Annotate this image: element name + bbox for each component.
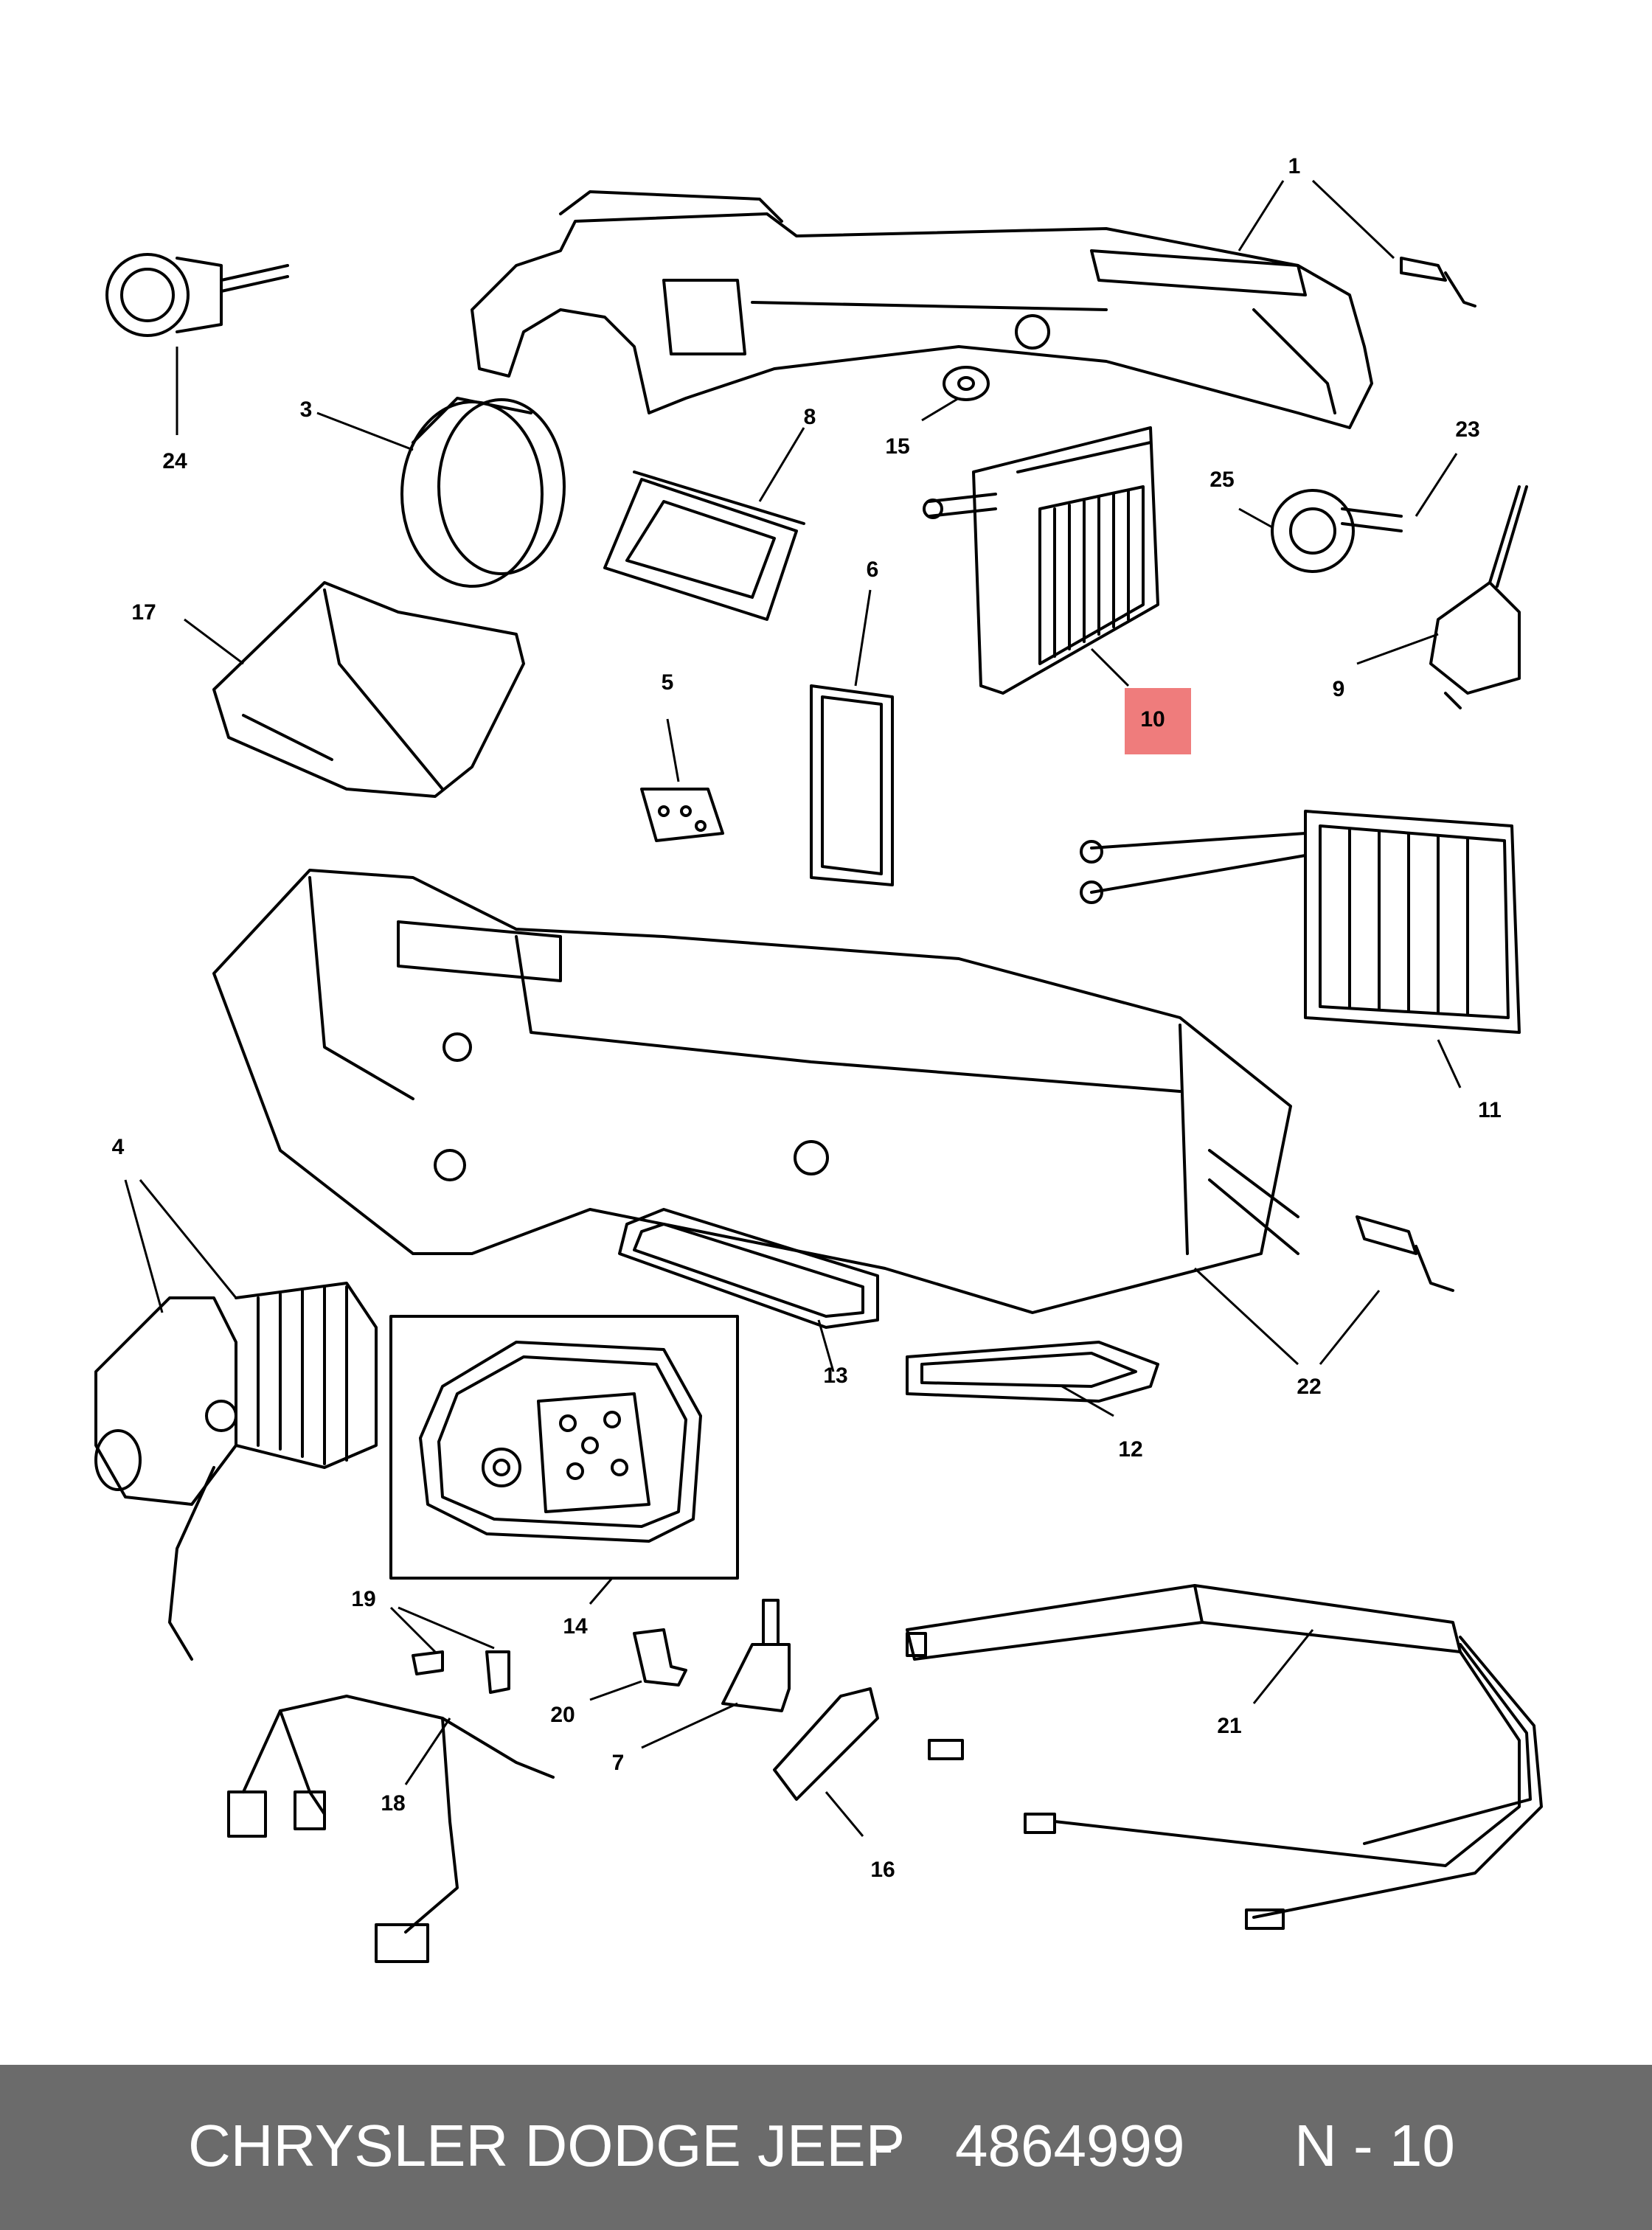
callout-10: 10	[1140, 707, 1165, 732]
footer-bar: CHRYSLER DODGE JEEP - 4864999 N - 10	[0, 2065, 1652, 2230]
sensor-21	[906, 1584, 1543, 1930]
switch-7	[721, 1599, 791, 1712]
callout-13: 13	[823, 1364, 847, 1388]
strap-16	[773, 1687, 879, 1801]
callout-6: 6	[867, 558, 879, 582]
callout-23: 23	[1455, 417, 1479, 442]
wiring-18	[227, 1695, 555, 1963]
callout-19: 19	[351, 1587, 375, 1611]
callout-4: 4	[112, 1135, 125, 1159]
heater-core-11	[1080, 810, 1521, 1034]
upper-housing	[471, 190, 1373, 429]
callout-16: 16	[870, 1858, 895, 1882]
lower-housing	[212, 869, 1299, 1314]
callout-25: 25	[1210, 468, 1234, 492]
callout-20: 20	[550, 1703, 575, 1727]
callout-14: 14	[563, 1614, 588, 1639]
callout-15: 15	[885, 434, 909, 459]
parts-diagram: 1 3 4 5 6 7 8 9 10 11 12 13 14 15 16 17 …	[94, 154, 1543, 1963]
footer-brand: CHRYSLER DODGE JEEP	[188, 2113, 906, 2178]
connector-5	[640, 788, 724, 842]
grommet-15	[943, 366, 990, 401]
callout-22: 22	[1297, 1375, 1321, 1399]
blower-motor-4	[94, 1282, 378, 1661]
callout-1: 1	[1288, 154, 1301, 178]
callout-11: 11	[1478, 1098, 1502, 1122]
footer-reference: N - 10	[1294, 2113, 1455, 2178]
actuator-1	[1400, 257, 1476, 308]
actuator-22	[1356, 1215, 1454, 1292]
callout-12: 12	[1118, 1437, 1142, 1462]
callout-18: 18	[381, 1791, 405, 1816]
ring-seal-3	[400, 397, 566, 588]
callout-17: 17	[131, 600, 156, 625]
door-8	[603, 470, 805, 621]
footer-separator: -	[874, 2113, 894, 2178]
callout-24: 24	[162, 449, 187, 473]
callout-7: 7	[612, 1751, 625, 1775]
callout-8: 8	[804, 405, 816, 429]
callout-3: 3	[300, 397, 313, 422]
footer-part-number: 4864999	[955, 2113, 1185, 2178]
actuator-24	[105, 253, 289, 337]
clip-20	[633, 1628, 687, 1687]
callout-labels: 1 3 4 5 6 7 8 9 10 11 12 13 14 15 16 17 …	[112, 154, 1502, 1882]
evaporator-core-10	[923, 426, 1159, 695]
duct-17	[212, 581, 525, 798]
vacuum-actuator-9	[1429, 485, 1528, 709]
inset-box-14	[389, 1315, 739, 1580]
door-6	[810, 684, 894, 886]
callout-21: 21	[1217, 1714, 1241, 1738]
callout-9: 9	[1333, 677, 1345, 701]
screws-19	[412, 1650, 510, 1694]
seal-12	[906, 1341, 1159, 1403]
leader-lines	[124, 179, 1462, 1837]
gasket-13	[618, 1208, 879, 1329]
callout-5: 5	[662, 670, 674, 695]
highlight-box	[1125, 688, 1191, 754]
actuator-25	[1271, 489, 1403, 573]
